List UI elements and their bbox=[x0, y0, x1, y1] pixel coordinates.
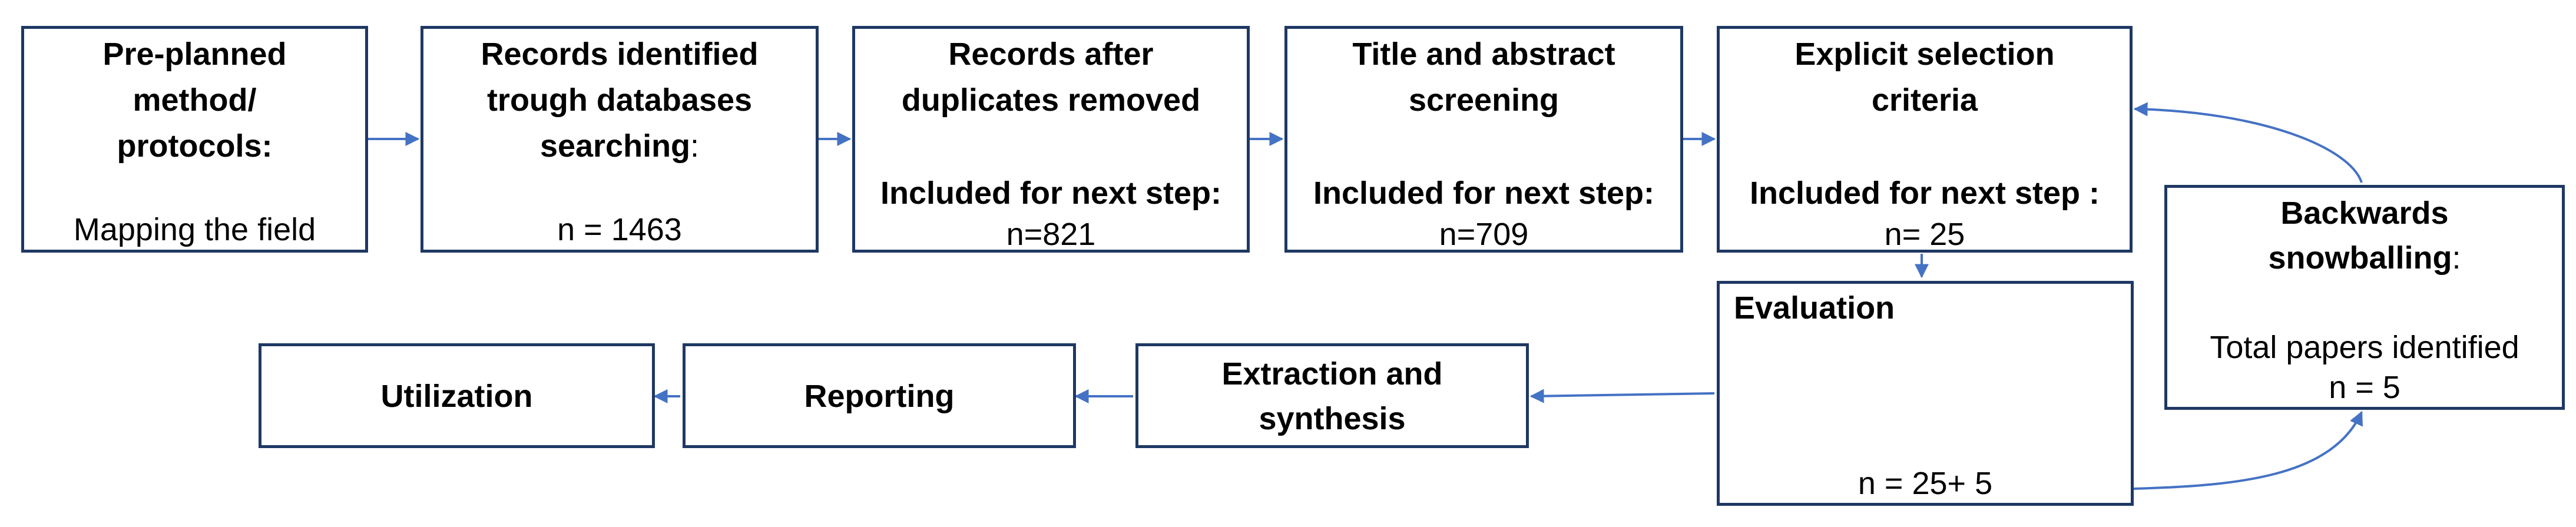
snowballing-title-2-colon: : bbox=[2452, 240, 2461, 276]
title-abstract-title-2: screening bbox=[1408, 82, 1559, 118]
snowballing-title-1: Backwards bbox=[2280, 195, 2449, 231]
selection-criteria-title-2: criteria bbox=[1871, 82, 1978, 118]
extraction-title-2: synthesis bbox=[1259, 401, 1406, 436]
preplanned-title-1: Pre-planned bbox=[102, 37, 287, 72]
records-identified-count: n = 1463 bbox=[557, 212, 682, 247]
selection-criteria-count: n= 25 bbox=[1884, 217, 1965, 252]
preplanned-title-3: protocols: bbox=[117, 128, 273, 164]
records-identified-title-1: Records identified bbox=[481, 37, 759, 72]
duplicates-removed-title-2: duplicates removed bbox=[901, 82, 1201, 118]
evaluation-count: n = 25+ 5 bbox=[1857, 466, 1993, 501]
records-identified-title-2: trough databases bbox=[486, 82, 753, 118]
arrow-evaluation-to-extraction bbox=[1529, 389, 1715, 403]
utilization-title: Utilization bbox=[380, 379, 533, 414]
duplicates-removed-box: Records after duplicates removed Include… bbox=[852, 26, 1250, 253]
extraction-box: Extraction and synthesis bbox=[1135, 343, 1529, 448]
records-identified-title-3: searching: bbox=[423, 123, 816, 169]
snowballing-detail: Total papers identified bbox=[2210, 330, 2519, 365]
evaluation-title: Evaluation bbox=[1734, 290, 1895, 326]
snowballing-count: n = 5 bbox=[2329, 370, 2400, 405]
duplicates-removed-included-label: Included for next step: bbox=[880, 175, 1222, 211]
utilization-box: Utilization bbox=[259, 343, 655, 448]
extraction-title-1: Extraction and bbox=[1221, 356, 1443, 392]
records-identified-box: Records identified trough databases sear… bbox=[420, 26, 819, 253]
selection-criteria-title-1: Explicit selection bbox=[1794, 37, 2055, 72]
title-abstract-included-label: Included for next step: bbox=[1313, 175, 1655, 211]
selection-criteria-included-label: Included for next step : bbox=[1749, 175, 2100, 211]
title-abstract-count: n=709 bbox=[1439, 217, 1529, 252]
evaluation-box: Evaluation n = 25+ 5 bbox=[1717, 281, 2134, 506]
reporting-title: Reporting bbox=[804, 379, 955, 414]
duplicates-removed-count: n=821 bbox=[1006, 217, 1096, 252]
preplanned-box: Pre-planned method/ protocols: Mapping t… bbox=[21, 26, 368, 253]
reporting-box: Reporting bbox=[683, 343, 1076, 448]
selection-criteria-box: Explicit selection criteria Included for… bbox=[1717, 26, 2133, 253]
arrow-evaluation-to-snowballing bbox=[2133, 410, 2363, 490]
duplicates-removed-title-1: Records after bbox=[948, 37, 1154, 72]
records-identified-title-3-colon: : bbox=[690, 128, 700, 164]
records-identified-title-3-word: searching bbox=[539, 128, 691, 164]
preplanned-detail: Mapping the field bbox=[73, 212, 316, 247]
arrow-snowballing-to-criteria bbox=[2133, 102, 2363, 183]
title-abstract-title-1: Title and abstract bbox=[1352, 37, 1615, 72]
snowballing-title-2: snowballing: bbox=[2167, 235, 2562, 281]
preplanned-title-2: method/ bbox=[133, 82, 257, 118]
title-abstract-box: Title and abstract screening Included fo… bbox=[1284, 26, 1683, 253]
snowballing-box: Backwards snowballing: Total papers iden… bbox=[2164, 185, 2565, 410]
snowballing-title-2-word: snowballing bbox=[2268, 240, 2452, 276]
